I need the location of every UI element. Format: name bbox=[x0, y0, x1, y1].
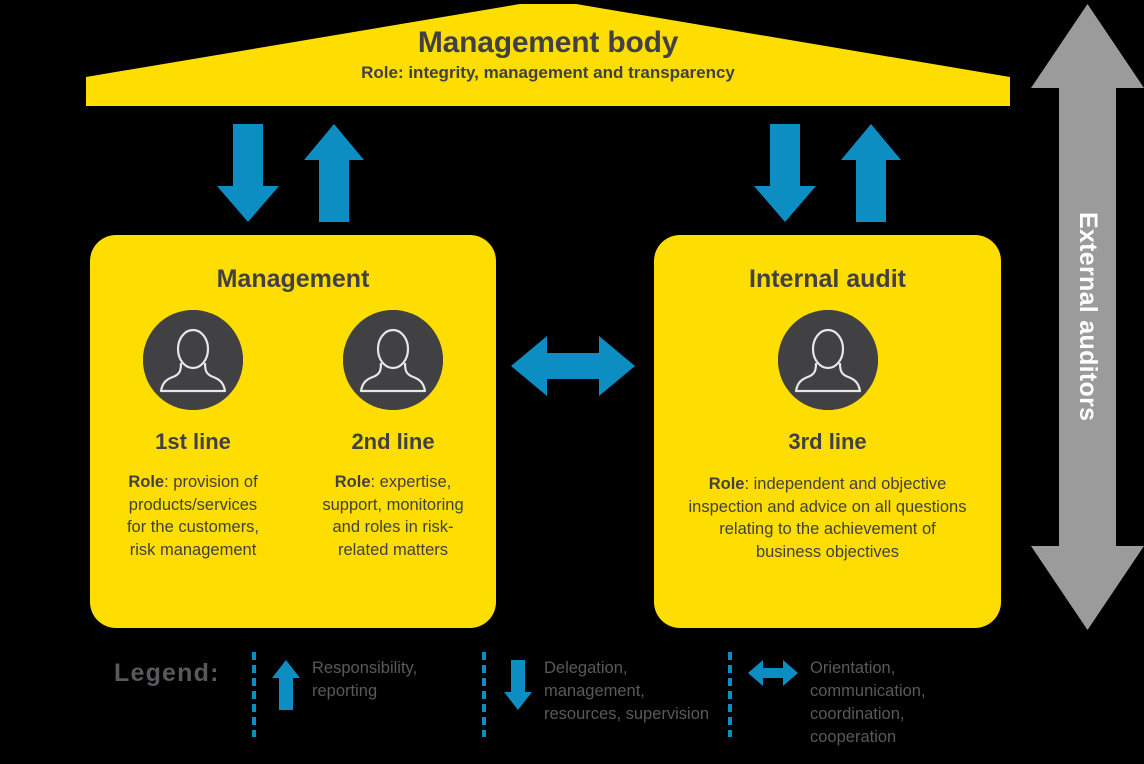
legend-icon-wrap-2 bbox=[504, 657, 532, 726]
arrow-left-right-icon bbox=[511, 336, 635, 396]
external-auditors-arrow[interactable]: External auditors bbox=[1031, 4, 1144, 630]
arrow-down-icon bbox=[504, 660, 532, 710]
arrow-up-icon bbox=[841, 124, 901, 222]
line-label-3rd: 3rd line bbox=[788, 429, 867, 454]
legend-icon-wrap-1 bbox=[272, 657, 300, 710]
arrow-between-cards[interactable] bbox=[511, 336, 635, 396]
legend-divider-3 bbox=[728, 652, 732, 737]
role-text-2nd: : expertise, support, monitoring and rol… bbox=[322, 473, 464, 559]
arrow-up-icon bbox=[272, 660, 300, 710]
legend-text-orientation: Orientation, communication, coordination… bbox=[810, 659, 926, 746]
legend-divider-2 bbox=[482, 652, 486, 737]
line-role-2nd: Role: expertise, support, monitoring and… bbox=[313, 471, 473, 561]
line-role-3rd: Role: independent and objective inspecti… bbox=[678, 473, 978, 563]
legend-item-responsibility[interactable]: Responsibility, reporting bbox=[272, 657, 417, 710]
card-management[interactable]: Management 1st line Role: provision of p… bbox=[90, 235, 496, 628]
management-lines-row: 1st line Role: provision of products/ser… bbox=[90, 310, 496, 561]
line-role-1st: Role: provision of products/services for… bbox=[113, 471, 273, 561]
internal-audit-lines-row: 3rd line Role: independent and objective… bbox=[654, 310, 1001, 563]
role-prefix-2nd: Role bbox=[334, 473, 371, 491]
arrow-up-management[interactable] bbox=[304, 124, 364, 222]
legend-title: Legend: bbox=[114, 659, 220, 687]
person-avatar-icon bbox=[343, 310, 443, 410]
double-headed-vertical-arrow-icon bbox=[1031, 4, 1144, 630]
person-avatar-icon bbox=[777, 310, 878, 410]
role-prefix-1st: Role bbox=[128, 473, 165, 491]
person-avatar-icon bbox=[143, 310, 243, 410]
arrow-down-icon bbox=[217, 124, 279, 222]
card-internal-audit-title: Internal audit bbox=[749, 265, 906, 293]
arrow-down-internal-audit[interactable] bbox=[754, 124, 816, 222]
arrow-up-internal-audit[interactable] bbox=[841, 124, 901, 222]
legend: Legend: Responsibility, reporting Delega… bbox=[100, 645, 1040, 760]
role-text-3rd: : independent and objective inspection a… bbox=[688, 475, 967, 561]
arrow-up-icon bbox=[304, 124, 364, 222]
card-management-title: Management bbox=[216, 265, 370, 293]
line-label-1st: 1st line bbox=[155, 429, 231, 454]
legend-item-delegation[interactable]: Delegation, management, resources, super… bbox=[504, 657, 709, 726]
role-prefix-3rd: Role bbox=[708, 475, 745, 493]
legend-text-delegation: Delegation, management, resources, super… bbox=[544, 659, 710, 723]
line-label-2nd: 2nd line bbox=[351, 429, 435, 454]
arrow-down-icon bbox=[754, 124, 816, 222]
legend-icon-wrap-3 bbox=[748, 657, 798, 749]
arrow-left-right-icon bbox=[748, 660, 798, 686]
legend-item-orientation[interactable]: Orientation, communication, coordination… bbox=[748, 657, 926, 749]
management-body-roof[interactable]: Management body Role: integrity, managem… bbox=[86, 0, 1010, 106]
role-text-1st: : provision of products/services for the… bbox=[126, 473, 260, 559]
arrow-down-management[interactable] bbox=[217, 124, 279, 222]
card-internal-audit[interactable]: Internal audit 3rd line Role: independen… bbox=[654, 235, 1001, 628]
line-item-3rd[interactable]: 3rd line Role: independent and objective… bbox=[678, 310, 978, 563]
legend-text-responsibility: Responsibility, reporting bbox=[312, 659, 418, 700]
line-item-2nd[interactable]: 2nd line Role: expertise, support, monit… bbox=[313, 310, 473, 561]
legend-divider-1 bbox=[252, 652, 256, 737]
person-avatar-icon bbox=[343, 310, 443, 410]
line-item-1st[interactable]: 1st line Role: provision of products/ser… bbox=[113, 310, 273, 561]
person-avatar-icon bbox=[777, 310, 878, 410]
person-avatar-icon bbox=[143, 310, 243, 410]
roof-shape-icon bbox=[86, 4, 1010, 106]
